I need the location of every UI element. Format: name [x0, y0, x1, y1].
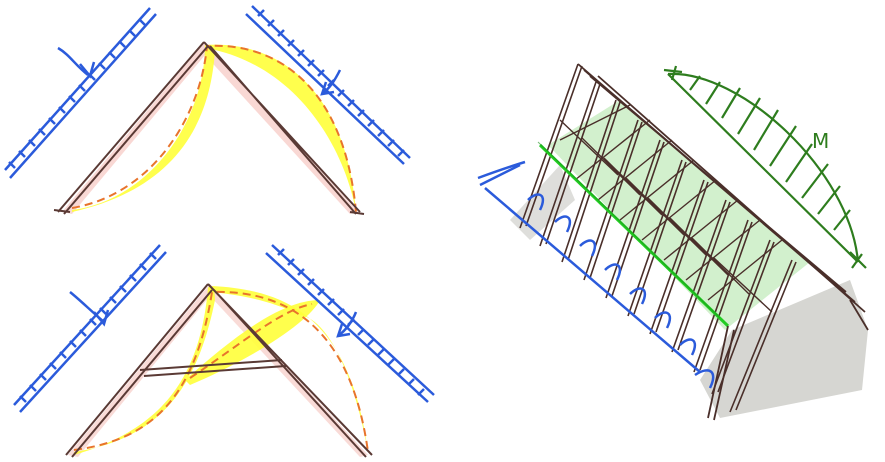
frame-right-rafter: [203, 41, 361, 215]
wind-load-right: [245, 5, 411, 165]
gable-end-frame: [707, 299, 869, 421]
frame-left-rafter: [57, 41, 209, 215]
frame-rafters: [65, 283, 373, 458]
two-hinged-frame-sketch: [4, 5, 411, 215]
moment-diagram-dash: [71, 44, 357, 213]
moment-label: M: [812, 129, 829, 153]
roof-moment-diagram: [663, 65, 867, 269]
frame-support-left: [53, 209, 71, 213]
moment-diagram: [72, 44, 356, 212]
roof-structure-sketch: M: [477, 63, 869, 421]
diagonal-bracing: [559, 104, 783, 313]
moment-diagram-dash: [73, 290, 369, 453]
wind-load-left: [13, 244, 167, 413]
roof-panel: [548, 100, 810, 330]
collar-tie-frame-sketch: [13, 244, 435, 458]
wind-load-right: [265, 244, 435, 403]
frame-support-right: [349, 211, 365, 215]
collar-tie: [139, 359, 287, 377]
wind-load-left: [4, 7, 157, 179]
purlin-line-dark: [537, 141, 721, 319]
wind-load-eaves: [477, 160, 715, 389]
